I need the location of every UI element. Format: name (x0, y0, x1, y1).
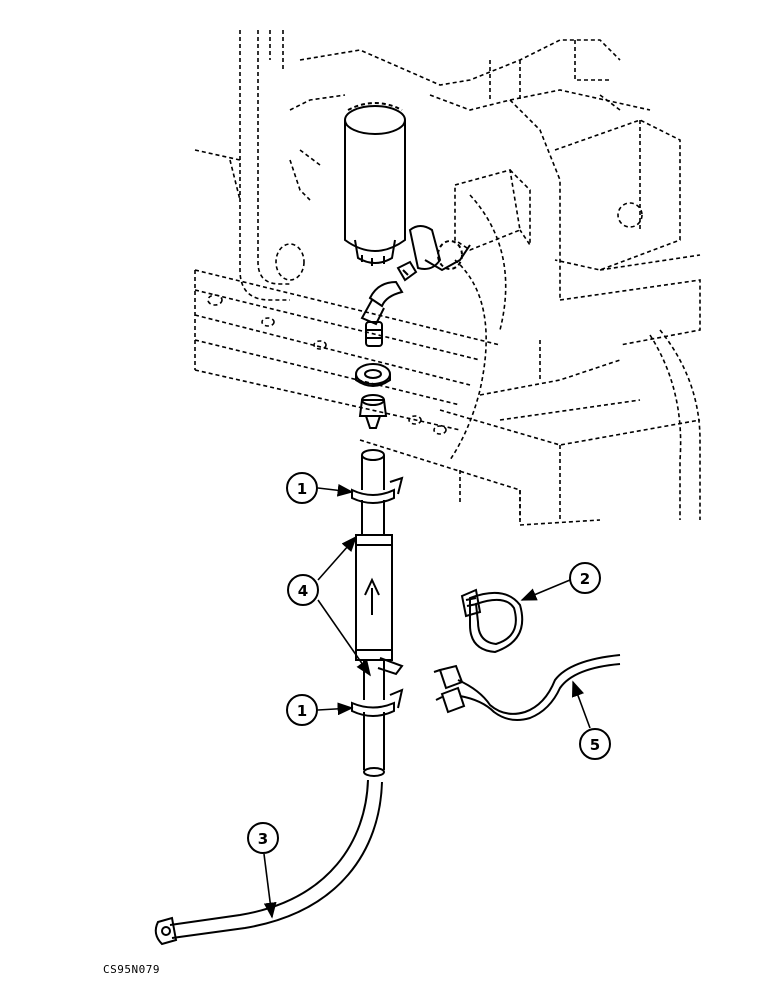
callout-label: 5 (590, 736, 600, 754)
callout-2: 2 (569, 562, 601, 594)
callout-3: 3 (247, 822, 279, 854)
drawing-code: CS95N079 (103, 963, 160, 976)
callout-label: 1 (297, 480, 307, 498)
machine-frame-phantom (194, 30, 701, 526)
callout-label: 1 (297, 702, 307, 720)
inline-hose-assembly (351, 449, 404, 777)
callout-5: 5 (579, 728, 611, 760)
hose-clamp (460, 588, 524, 654)
wire-harness (433, 654, 621, 721)
fuel-filter-assembly (344, 102, 471, 272)
callout-1-upper: 1 (286, 472, 318, 504)
fuel-fittings (355, 260, 418, 429)
callout-1-lower: 1 (286, 694, 318, 726)
callout-label: 4 (298, 582, 308, 600)
callout-label: 2 (580, 570, 590, 588)
callout-label: 3 (258, 830, 268, 848)
leader-lines (263, 483, 591, 919)
fuel-hose (154, 779, 383, 946)
callout-4: 4 (287, 574, 319, 606)
